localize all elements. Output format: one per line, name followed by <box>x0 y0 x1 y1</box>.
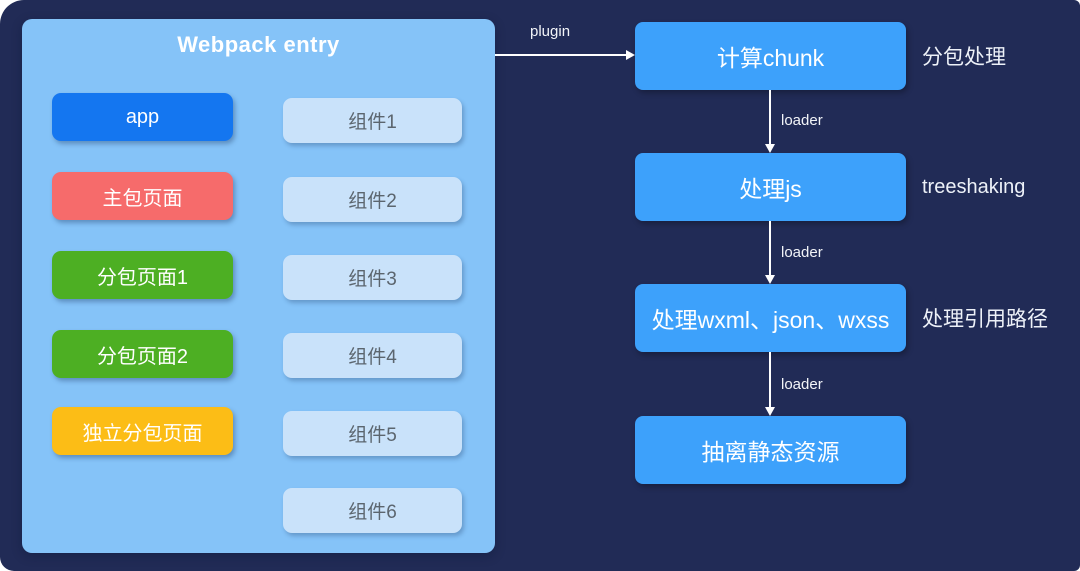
node-component-1: 组件1 <box>283 98 462 143</box>
loader-edge-label-2: loader <box>781 244 823 261</box>
panel-title: Webpack entry <box>177 32 340 57</box>
plugin-arrow-line <box>495 54 627 56</box>
note-treeshaking: treeshaking <box>922 175 1026 198</box>
note-subpackage-processing: 分包处理 <box>922 46 1006 69</box>
flow-step-process-wxml-json-wxss: 处理wxml、json、wxss <box>635 284 906 352</box>
arrow-down-icon <box>765 407 775 416</box>
flow-step-extract-static-assets: 抽离静态资源 <box>635 416 906 484</box>
loader-arrow-line-2 <box>769 221 771 277</box>
arrow-right-icon <box>626 50 635 60</box>
arrow-down-icon <box>765 144 775 153</box>
note-reference-path-processing: 处理引用路径 <box>922 308 1048 331</box>
arrow-down-icon <box>765 275 775 284</box>
node-component-4: 组件4 <box>283 333 462 378</box>
loader-arrow-line-1 <box>769 90 771 146</box>
node-component-6: 组件6 <box>283 488 462 533</box>
loader-edge-label-1: loader <box>781 112 823 129</box>
loader-edge-label-3: loader <box>781 376 823 393</box>
flow-step-process-js: 处理js <box>635 153 906 221</box>
plugin-edge-label: plugin <box>530 23 571 40</box>
node-subpackage-pages-2: 分包页面2 <box>52 330 233 378</box>
node-subpackage-pages-1: 分包页面1 <box>52 251 233 299</box>
node-independent-subpackage-pages: 独立分包页面 <box>52 407 233 455</box>
loader-arrow-line-3 <box>769 352 771 409</box>
node-component-5: 组件5 <box>283 411 462 456</box>
webpack-entry-panel: Webpack entry app 主包页面 分包页面1 分包页面2 独立分包页… <box>22 19 495 553</box>
node-main-package-pages: 主包页面 <box>52 172 233 220</box>
node-component-2: 组件2 <box>283 177 462 222</box>
node-component-3: 组件3 <box>283 255 462 300</box>
flow-step-calc-chunk: 计算chunk <box>635 22 906 90</box>
node-app: app <box>52 93 233 141</box>
